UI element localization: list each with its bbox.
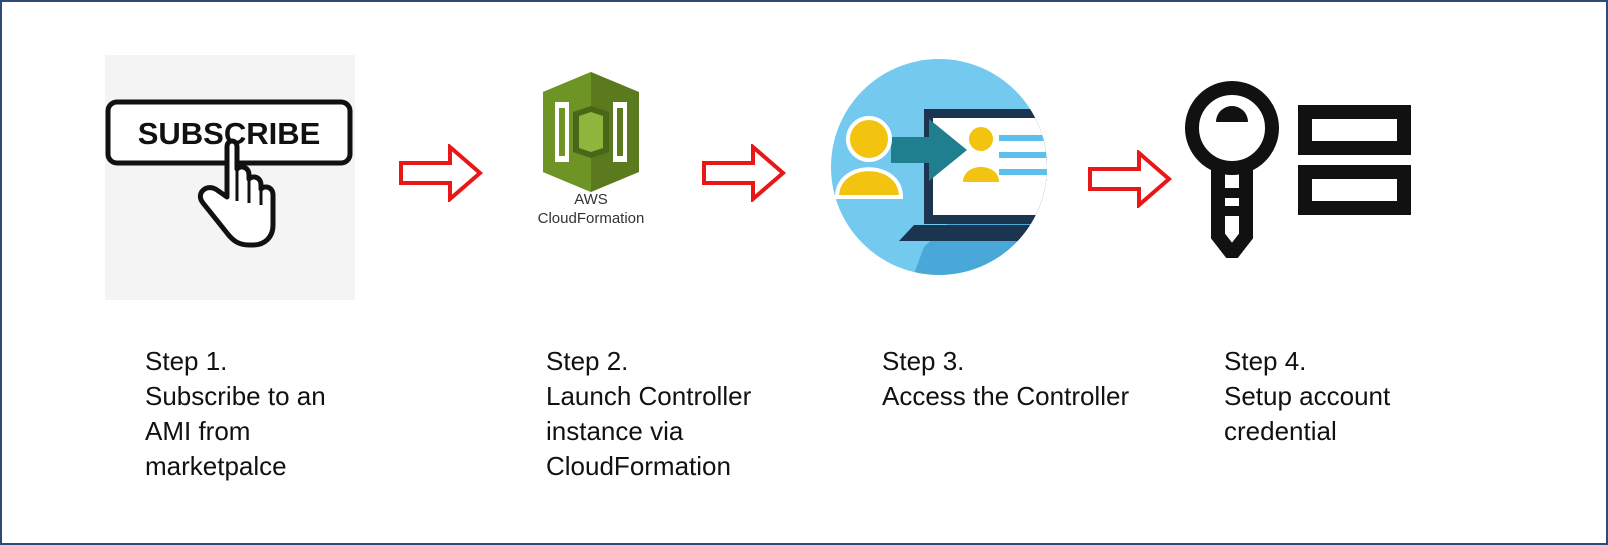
aws-logo-caption: AWS CloudFormation xyxy=(520,190,662,228)
step-2-line: CloudFormation xyxy=(546,451,731,481)
key-credential-icon xyxy=(1185,81,1411,258)
flow-arrow-2 xyxy=(702,144,787,202)
aws-logo-line1: AWS xyxy=(574,191,608,208)
subscribe-button-icon: SUBSCRIBE xyxy=(105,55,355,300)
step-1-title: Step 1. xyxy=(145,346,228,376)
aws-logo-line2: CloudFormation xyxy=(537,210,645,227)
step-1-line: Subscribe to an xyxy=(145,381,326,411)
step-2-line: instance via xyxy=(546,416,684,446)
step-3-line: Access the Controller xyxy=(882,381,1130,411)
cloudformation-logo-icon xyxy=(543,72,639,192)
credential-fields-icon xyxy=(1298,105,1411,215)
flow-arrow-1 xyxy=(399,144,484,202)
step-3-title: Step 3. xyxy=(882,346,965,376)
step-4-line: credential xyxy=(1224,416,1337,446)
controller-access-icon xyxy=(831,59,1047,275)
step-4-line: Setup account xyxy=(1224,381,1391,411)
step-2-line: Launch Controller xyxy=(546,381,752,411)
key-icon xyxy=(1185,81,1279,258)
step-1-caption: Step 1. Subscribe to an AMI from marketp… xyxy=(145,344,326,484)
step-1-line: marketpalce xyxy=(145,451,287,481)
flow-arrow-3 xyxy=(1088,150,1173,208)
step-4-caption: Step 4. Setup account credential xyxy=(1224,344,1390,449)
step-2-caption: Step 2. Launch Controller instance via C… xyxy=(546,344,751,484)
pointing-hand-icon xyxy=(197,138,276,248)
step-1-line: AMI from xyxy=(145,416,251,446)
step-3-caption: Step 3. Access the Controller xyxy=(882,344,1129,414)
step-4-title: Step 4. xyxy=(1224,346,1307,376)
step-2-title: Step 2. xyxy=(546,346,629,376)
